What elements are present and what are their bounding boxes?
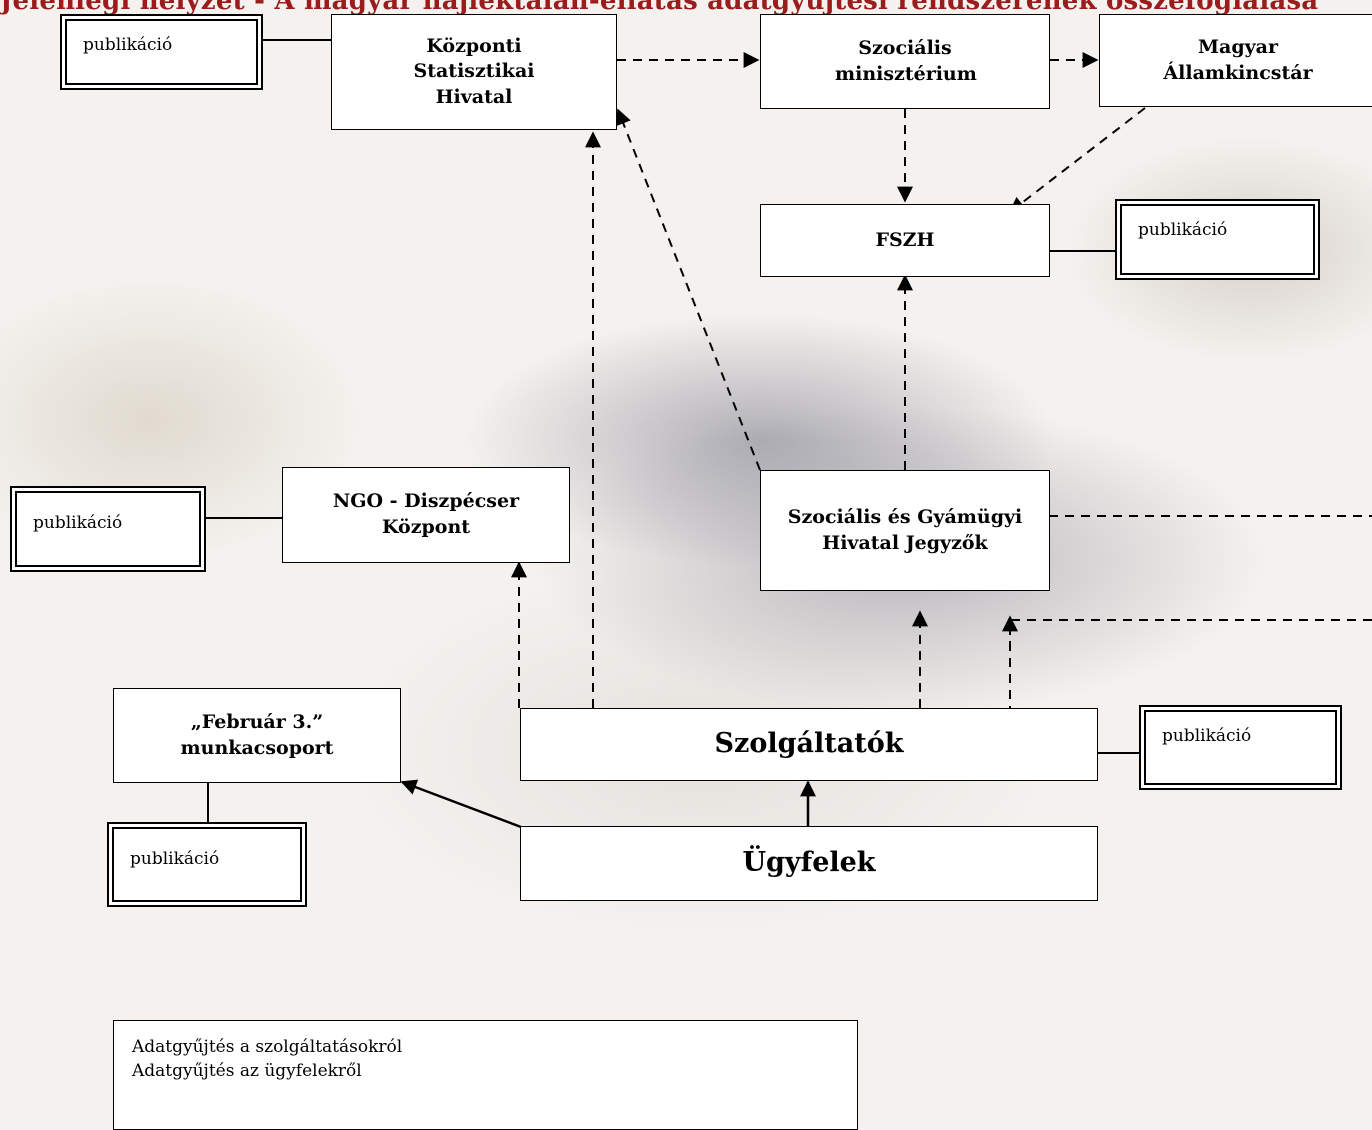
node-szgyh-label: Szociális és Gyámügyi Hivatal Jegyzők (787, 505, 1023, 554)
node-szoc-min-label: Szociális minisztérium (835, 36, 977, 85)
node-ksh: Központi Statisztikai Hivatal (331, 14, 617, 130)
node-ksh-label: Központi Statisztikai Hivatal (413, 34, 535, 108)
legend: Adatgyűjtés a szolgáltatásokról Adatgyűj… (113, 1020, 858, 1130)
arrow-ugyfelek-feb3 (400, 779, 522, 829)
arrow-right-szgyh (1009, 619, 1372, 708)
pub-box-szolg: publikáció (1139, 705, 1342, 790)
node-ugyfelek-label: Ügyfelek (742, 847, 876, 879)
node-szolg: Szolgáltatók (520, 708, 1098, 781)
legend-solid-label: Adatgyűjtés az ügyfelekről (132, 1061, 362, 1081)
node-fszh-label: FSZH (875, 228, 935, 251)
pub-label: publikáció (1162, 726, 1252, 746)
legend-dashed-label: Adatgyűjtés a szolgáltatásokról (132, 1037, 403, 1057)
node-fszh: FSZH (760, 204, 1050, 277)
node-ngo-label: NGO - Diszpécser Központ (332, 490, 520, 538)
arrow-szgyh-ksh (615, 108, 761, 471)
pub-label: publikáció (33, 513, 123, 533)
node-mak: Magyar Államkincstár (1099, 14, 1372, 107)
pub-box-ngo: publikáció (10, 486, 206, 572)
node-ugyfelek: Ügyfelek (520, 826, 1098, 901)
pub-box-fszh: publikáció (1115, 199, 1320, 280)
diagram-title: Jelenlegi helyzet - A magyar hajléktalan… (0, 0, 1319, 16)
node-feb3-label: „Február 3.” munkacsoport (180, 710, 334, 759)
pub-box-ksh: publikáció (60, 14, 263, 90)
node-feb3: „Február 3.” munkacsoport (113, 688, 401, 783)
node-mak-label: Magyar Államkincstár (1163, 35, 1313, 84)
node-ngo: NGO - Diszpécser Központ (282, 467, 570, 563)
arrow-mak-fszh (1008, 107, 1146, 213)
node-szolg-label: Szolgáltatók (714, 728, 904, 760)
node-szgyh: Szociális és Gyámügyi Hivatal Jegyzők (760, 470, 1050, 591)
pub-label: publikáció (1138, 220, 1228, 240)
node-szoc-min: Szociális minisztérium (760, 14, 1050, 109)
pub-label: publikáció (130, 849, 220, 869)
pub-label: publikáció (83, 35, 173, 55)
pub-box-feb3: publikáció (107, 822, 307, 907)
